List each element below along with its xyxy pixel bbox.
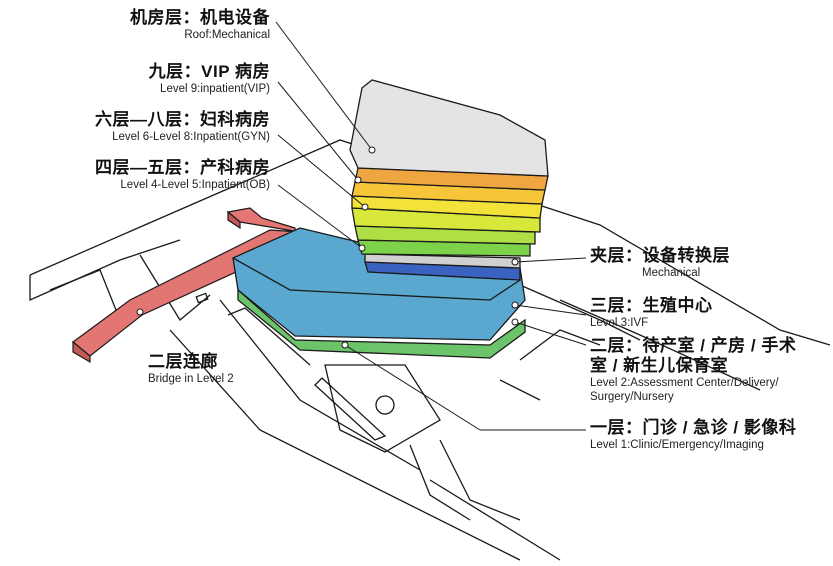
label-level2-en2: Surgery/Nursery — [590, 391, 674, 403]
tower — [349, 79, 549, 281]
label-level2: 二层：待产室 / 产房 / 手术 室 / 新生儿保育室 Level 2:Asse… — [590, 336, 796, 404]
label-level3-en: Level 3:IVF — [590, 317, 649, 329]
label-level3: 三层：生殖中心 Level 3:IVF — [590, 296, 713, 330]
label-roof: 机房层：机电设备 Roof:Mechanical — [70, 8, 270, 42]
label-bridge: 二层连廊 Bridge in Level 2 — [148, 352, 234, 386]
label-bridge-zh: 二层连廊 — [148, 352, 218, 371]
label-level1-en: Level 1:Clinic/Emergency/Imaging — [590, 439, 764, 451]
label-level6-8: 六层—八层：妇科病房 Level 6-Level 8:Inpatient(GYN… — [70, 110, 270, 144]
leader-lines — [275, 21, 587, 431]
bridge-level-2 — [72, 207, 301, 364]
label-level9: 九层：VIP 病房 Level 9:inpatient(VIP) — [70, 62, 270, 96]
label-level4-5-en: Level 4-Level 5:Inpatient(OB) — [120, 179, 270, 191]
site-plan — [29, 139, 831, 561]
label-level2-en1: Level 2:Assessment Center/Delivery/ — [590, 377, 779, 389]
leader-dots — [136, 146, 519, 349]
label-level3-zh: 三层：生殖中心 — [590, 296, 713, 315]
podium — [232, 227, 526, 359]
label-mezzanine-en: Mechanical — [642, 267, 701, 279]
label-level9-en: Level 9:inpatient(VIP) — [160, 83, 270, 95]
label-level1: 一层：门诊 / 急诊 / 影像科 Level 1:Clinic/Emergenc… — [590, 418, 796, 452]
label-roof-zh: 机房层：机电设备 — [130, 8, 270, 27]
label-bridge-en: Bridge in Level 2 — [148, 373, 234, 385]
label-level6-8-zh: 六层—八层：妇科病房 — [95, 110, 270, 129]
label-level2-zh2: 室 / 新生儿保育室 — [590, 356, 729, 375]
label-level4-5: 四层—五层：产科病房 Level 4-Level 5:Inpatient(OB) — [70, 158, 270, 192]
label-level2-zh1: 二层：待产室 / 产房 / 手术 — [590, 336, 797, 355]
label-mezzanine-zh: 夹层：设备转换层 — [590, 246, 730, 265]
label-roof-en: Roof:Mechanical — [184, 29, 270, 41]
label-mezzanine: 夹层：设备转换层 Mechanical — [590, 246, 730, 280]
label-level6-8-en: Level 6-Level 8:Inpatient(GYN) — [112, 131, 270, 143]
label-level9-zh: 九层：VIP 病房 — [148, 62, 270, 81]
label-level1-zh: 一层：门诊 / 急诊 / 影像科 — [590, 418, 797, 437]
label-level4-5-zh: 四层—五层：产科病房 — [95, 158, 270, 177]
